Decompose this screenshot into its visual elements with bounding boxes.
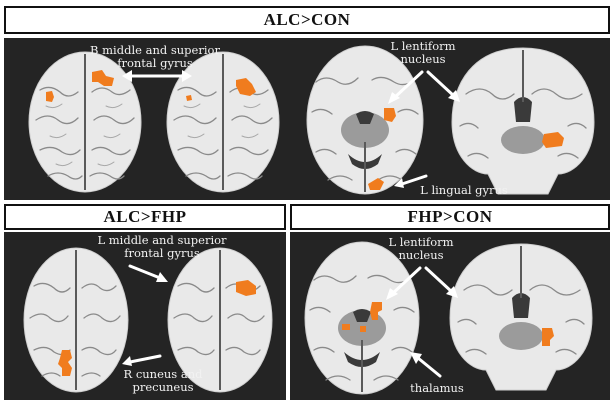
panel-alc-fhp: L middle and superior frontal gyrus R cu… xyxy=(4,232,286,400)
header-alc-fhp: ALC>FHP xyxy=(4,204,286,230)
coronal-slice xyxy=(451,47,595,195)
label-l-lingual-gyrus: L lingual gyrus xyxy=(420,183,508,197)
axial-slice-frontal xyxy=(167,247,273,393)
label-fhp-lentiform-line2: nucleus xyxy=(398,248,444,262)
header-fhp-con-text: FHP>CON xyxy=(407,207,493,226)
arrow-thalamus xyxy=(410,352,442,378)
header-alc-fhp-text: ALC>FHP xyxy=(103,207,187,226)
label-r-cuneus-line1: R cuneus and xyxy=(123,367,203,381)
axial-slice-inferior xyxy=(306,45,424,195)
label-l-lentiform-line2: nucleus xyxy=(400,52,446,66)
label-l-frontal-gyrus-line1: L middle and superior xyxy=(97,233,227,247)
axial-slice-cuneus xyxy=(23,247,129,393)
arrow-lingual xyxy=(394,174,428,188)
axial-slice-left xyxy=(28,51,142,193)
arrow-cuneus xyxy=(122,354,162,366)
header-alc-con: ALC>CON xyxy=(4,6,610,34)
coronal-slice-lentiform xyxy=(449,243,593,391)
axial-slice-thalamus xyxy=(304,241,420,395)
double-arrow-frontal xyxy=(122,70,192,82)
panel-fhp-con: L lentiform nucleus thalamus xyxy=(290,232,610,400)
arrows-fhp-lentiform xyxy=(386,266,458,300)
axial-slice-right xyxy=(166,51,280,193)
label-r-cuneus-line2: precuneus xyxy=(132,380,194,394)
arrows-lentiform xyxy=(388,70,460,104)
label-b-frontal-gyrus-line2: frontal gyrus xyxy=(117,56,193,70)
label-l-frontal-gyrus-line2: frontal gyrus xyxy=(124,246,200,260)
label-thalamus: thalamus xyxy=(410,381,464,395)
label-l-lentiform-line1: L lentiform xyxy=(390,39,456,53)
header-fhp-con: FHP>CON xyxy=(290,204,610,230)
header-alc-con-text: ALC>CON xyxy=(263,10,351,29)
arrow-frontal xyxy=(128,264,168,282)
label-b-frontal-gyrus-line1: B middle and superior xyxy=(90,43,220,57)
label-fhp-lentiform-line1: L lentiform xyxy=(388,235,454,249)
panel-alc-con: B middle and superior frontal gyrus L le… xyxy=(4,38,610,200)
